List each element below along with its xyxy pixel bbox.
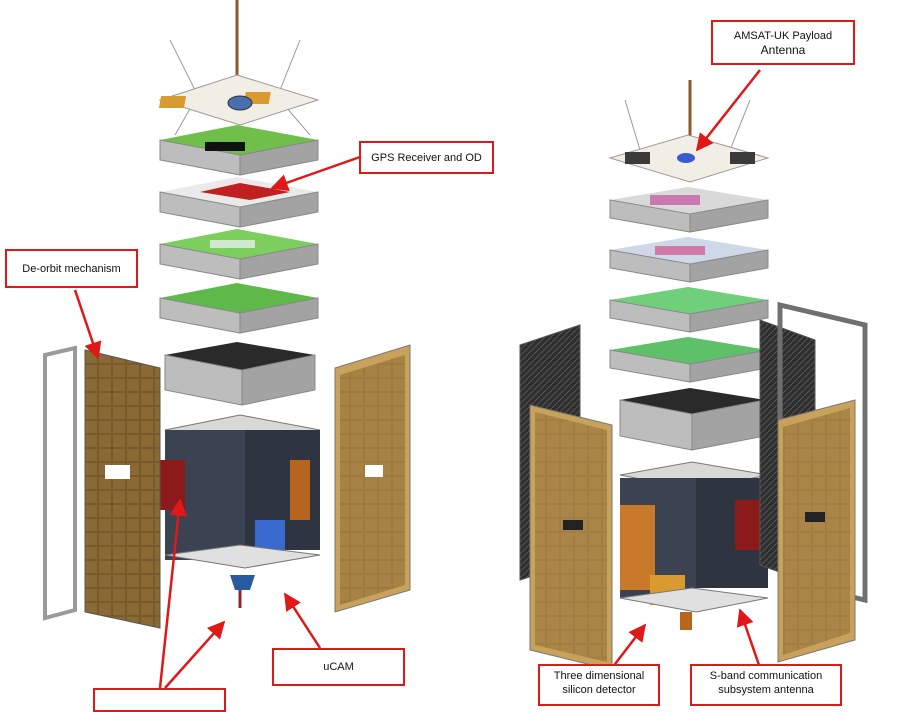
deorbit-panel — [43, 345, 161, 629]
top-patch-left — [158, 96, 187, 108]
left-right-solar-panel — [334, 344, 411, 613]
callout-sband-line1: S-band communication — [709, 670, 823, 682]
tray-stack — [159, 125, 319, 406]
left-satellite — [43, 0, 411, 629]
callout-amsat-line2: Antenna — [760, 42, 806, 57]
arrow-deorbit — [73, 289, 102, 360]
callout-deorbit-label: De-orbit mechanism — [22, 262, 121, 275]
ucam-module — [230, 575, 255, 590]
callout-deorbit: De-orbit mechanism — [5, 249, 138, 288]
right-tray-stack — [609, 187, 769, 451]
callout-gps: GPS Receiver and OD — [359, 141, 494, 174]
arrow-silicon — [611, 623, 647, 669]
callout-ucam-label: uCAM — [323, 661, 354, 673]
callout-sband-line2: subsystem antenna — [718, 684, 814, 696]
callout-sband: S-band communication subsystem antenna — [690, 664, 842, 706]
callout-arrows — [73, 69, 762, 689]
callout-amsat-line1: AMSAT-UK Payload — [733, 29, 833, 42]
arrow-lower-1 — [158, 498, 188, 689]
silicon-detector — [620, 505, 655, 590]
callout-ucam: uCAM — [272, 648, 405, 686]
callout-gps-label: GPS Receiver and OD — [371, 151, 482, 164]
right-satellite — [519, 80, 868, 671]
arrow-sband — [736, 608, 762, 669]
callout-silicon-line2: silicon detector — [562, 684, 636, 696]
callout-lower-left — [93, 688, 226, 712]
main-structure — [160, 414, 321, 608]
callout-silicon-line1: Three dimensional — [553, 670, 645, 682]
top-connector — [227, 95, 253, 111]
callout-amsat: AMSAT-UK Payload Antenna — [711, 20, 855, 65]
arrow-lower-2 — [164, 620, 226, 689]
arrow-gps — [270, 155, 361, 192]
right-structure — [619, 461, 769, 630]
arrow-amsat — [695, 69, 761, 152]
arrow-ucam — [283, 592, 322, 649]
